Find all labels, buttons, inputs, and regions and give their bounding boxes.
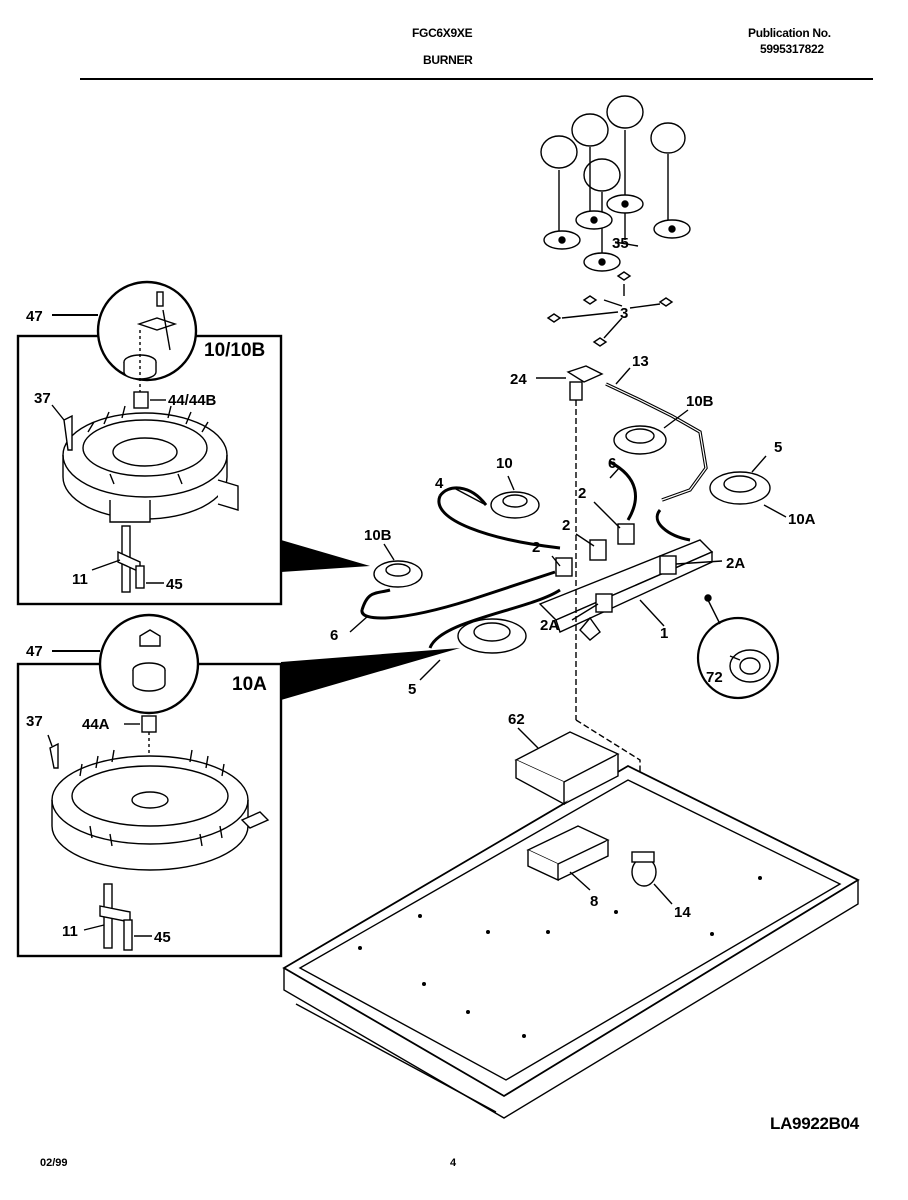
label-10a-box: 10A [232,674,267,695]
label-35: 35 [612,235,629,252]
label-44a: 44A [82,716,110,733]
burner-base-10-10b [62,405,239,523]
label-1: 1 [660,625,668,642]
label-14: 14 [674,904,691,921]
header-rule [80,78,873,80]
burner-10a-left [457,618,527,654]
label-4: 4 [435,475,444,492]
control-knobs [540,95,686,192]
burner-base-10a [51,749,270,871]
label-44-44b: 44/44B [168,392,217,409]
cooktop-pan [282,764,860,1119]
label-24: 24 [510,371,527,388]
label-47-bottom: 47 [26,643,43,660]
label-47-top: 47 [26,308,43,325]
label-37-top: 37 [34,390,51,407]
gas-valves [555,523,677,613]
section-title: BURNER [423,53,473,67]
label-13: 13 [632,353,649,370]
label-2-a: 2 [578,485,586,502]
burner-10b-left [373,560,423,588]
label-5-left: 5 [408,681,416,698]
label-10b-top: 10B [686,393,714,410]
label-3: 3 [620,305,628,322]
screw-45-top [135,565,145,589]
label-10a-right: 10A [788,511,816,528]
label-11-top: 11 [72,571,88,588]
label-2a-left: 2A [540,617,559,634]
label-37-bottom: 37 [26,713,43,730]
label-8: 8 [590,893,598,910]
publication-label: Publication No. [748,26,831,40]
label-72: 72 [706,669,723,686]
spark-module-62 [514,731,620,806]
model-number: FGC6X9XE [412,26,473,40]
page-number: 4 [450,1157,457,1169]
label-2-b: 2 [562,517,570,534]
footer-date: 02/99 [40,1157,68,1169]
label-10b-left: 10B [364,527,392,544]
burner-10-center [490,491,540,519]
inset-circle-47-top [96,280,198,382]
label-10-center: 10 [496,455,513,472]
label-45-bottom: 45 [154,929,171,946]
burner-10a-right [709,471,771,505]
knob-bezels [543,194,691,272]
regulator-14 [631,851,657,887]
label-10-10b: 10/10B [204,340,265,361]
label-45-top: 45 [166,576,183,593]
label-2-c: 2 [532,539,540,556]
label-6-top: 6 [608,455,616,472]
orifice-44a [141,715,157,733]
label-2a-right: 2A [726,555,745,572]
label-62: 62 [508,711,525,728]
manifold-1 [538,539,714,641]
callout-wedge-top [281,540,370,572]
drawing-code: LA9922B04 [770,1114,859,1133]
publication-number: 5995317822 [760,42,824,56]
ignition-switch-8 [526,825,610,882]
screw-45-bottom [123,919,133,951]
knob-clips [546,271,674,347]
burner-10b-right [613,425,667,455]
label-5-right: 5 [774,439,782,456]
callout-wedge-bottom [281,648,460,700]
label-6-left: 6 [330,627,338,644]
spark-module-24 [566,365,604,383]
orifice-44-44b [133,391,149,409]
label-11-bottom: 11 [62,923,78,940]
